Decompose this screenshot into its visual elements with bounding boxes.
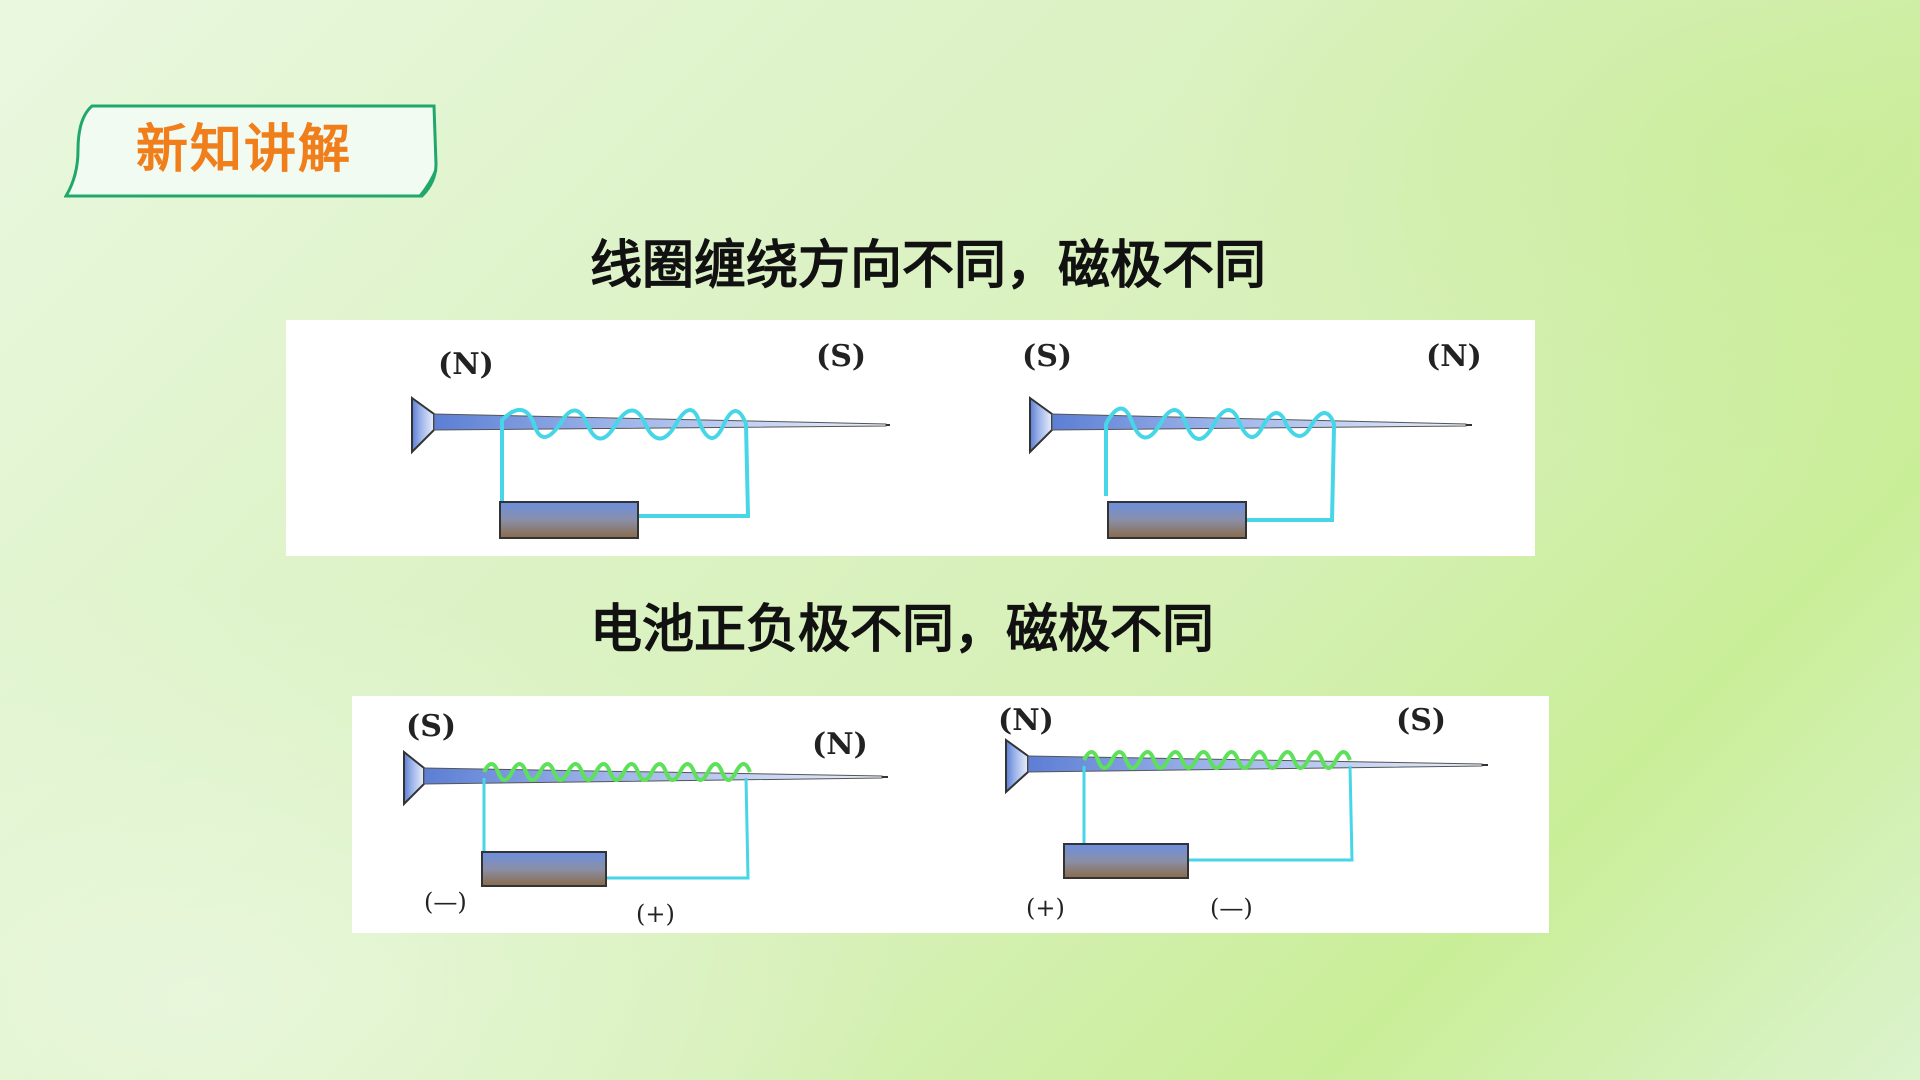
pole-label-right: (S): [816, 339, 866, 374]
nail-electromagnet-left: (N) (S): [411, 339, 890, 539]
pole-label-left: (N): [438, 347, 494, 382]
pole-label-right: (S): [1396, 703, 1446, 738]
battery: [481, 851, 607, 887]
coil-wire: [1082, 750, 1352, 770]
coil-wire: [500, 408, 751, 518]
winding-diagram-panel: (N) (S) (S) (N): [286, 320, 1535, 556]
section-title: 新知讲解: [136, 120, 353, 180]
pole-label-right: (N): [812, 727, 868, 762]
heading-winding-direction: 线圈缠绕方向不同，磁极不同: [590, 236, 1267, 296]
battery-sign-right: (+): [636, 900, 675, 928]
section-title-badge: 新知讲解: [64, 104, 440, 200]
battery-diagram-panel: (S) (N) (—) (+) (N) (S) (+) (—): [352, 696, 1549, 933]
battery-sign-left: (—): [424, 888, 467, 916]
battery-sign-left: (+): [1026, 894, 1065, 922]
pole-label-left: (N): [998, 703, 1054, 738]
badge-frame: [64, 104, 438, 198]
nail-electromagnet-left: (S) (N) (—) (+): [403, 709, 888, 928]
battery: [1063, 843, 1189, 879]
pole-label-left: (S): [1022, 339, 1072, 374]
coil-wire: [1104, 406, 1336, 522]
nail-electromagnet-right: (N) (S) (+) (—): [998, 703, 1488, 922]
heading-battery-polarity: 电池正负极不同，磁极不同: [590, 600, 1215, 660]
pole-label-right: (N): [1426, 339, 1482, 374]
battery: [1107, 501, 1247, 539]
battery: [499, 501, 639, 539]
coil-wire: [482, 762, 752, 782]
nail-electromagnet-right: (S) (N): [1022, 339, 1482, 539]
battery-sign-right: (—): [1210, 894, 1253, 922]
pole-label-left: (S): [406, 709, 456, 744]
